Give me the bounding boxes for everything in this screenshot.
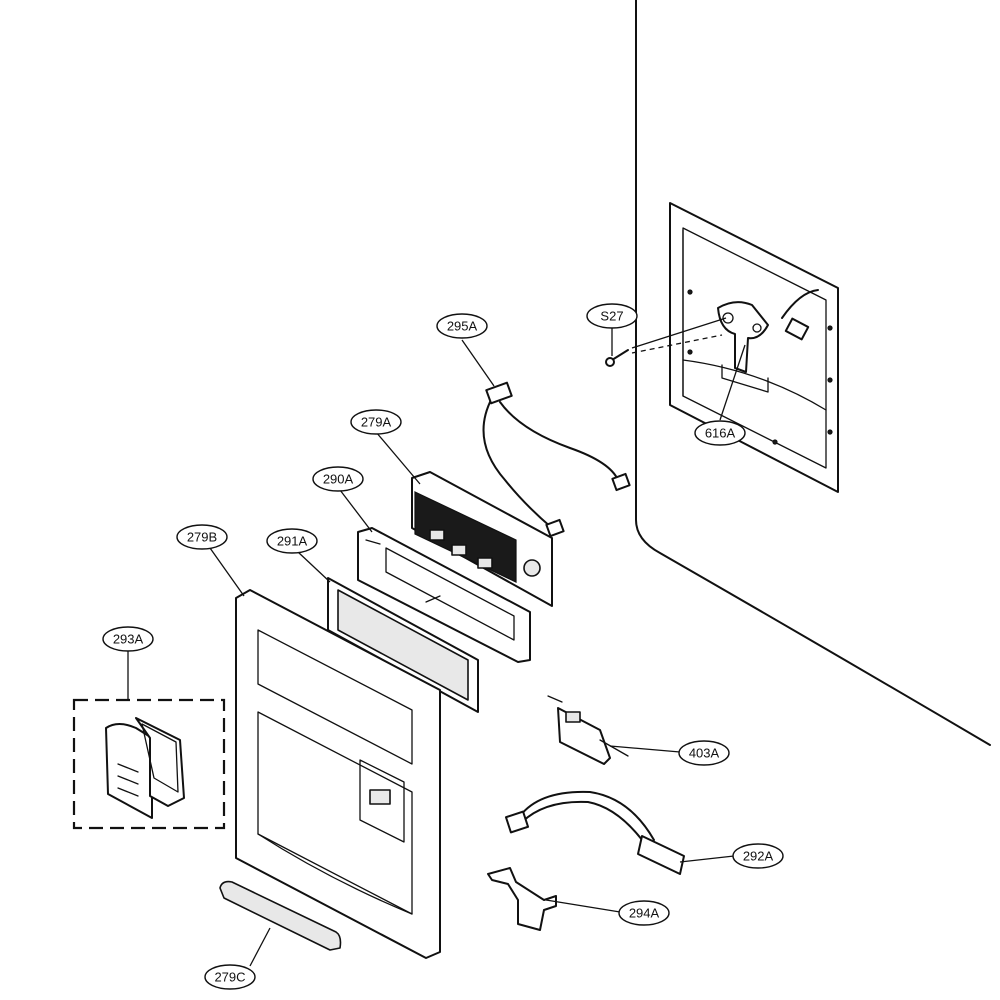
- callout-label: 290A: [323, 472, 354, 487]
- part-295a-harness: [482, 381, 631, 538]
- callout-label: S27: [600, 309, 623, 324]
- callout-label: 293A: [113, 632, 144, 647]
- callout-279b: 279B: [176, 524, 228, 550]
- callout-label: 292A: [743, 849, 774, 864]
- callout-label: 616A: [705, 426, 736, 441]
- callout-293a: 293A: [102, 626, 154, 652]
- callout-403a: 403A: [678, 740, 730, 766]
- part-279a-pcb: [411, 471, 553, 607]
- leader-lines: [209, 328, 746, 967]
- door-outline: [635, 0, 991, 746]
- part-291a-gasket: [327, 577, 479, 713]
- screw-s27: [605, 317, 727, 367]
- part-293a-group: [72, 650, 226, 830]
- callout-279a: 279A: [350, 409, 402, 435]
- callout-294a: 294A: [618, 900, 670, 926]
- callout-290a: 290A: [312, 466, 364, 492]
- part-403a-switch: [547, 695, 629, 765]
- part-279c-trim: [219, 880, 342, 951]
- callout-label: 403A: [689, 746, 720, 761]
- callout-label: 279B: [187, 530, 217, 545]
- callout-291a: 291A: [266, 528, 318, 554]
- callout-295a: 295A: [436, 313, 488, 339]
- callout-label: 291A: [277, 534, 308, 549]
- callout-292a: 292A: [732, 843, 784, 869]
- part-294a-bracket: [487, 867, 557, 931]
- callout-label: 295A: [447, 319, 478, 334]
- part-279b-cover: [235, 589, 441, 959]
- callout-label: 279C: [214, 970, 245, 985]
- part-290a-frame: [357, 527, 531, 663]
- callout-s27: S27: [586, 303, 638, 329]
- part-292a-harness: [504, 790, 685, 875]
- callout-616a: 616A: [694, 420, 746, 446]
- callout-label: 279A: [361, 415, 392, 430]
- door-recess: [669, 202, 839, 493]
- callout-279c: 279C: [204, 964, 256, 990]
- callout-label: 294A: [629, 906, 660, 921]
